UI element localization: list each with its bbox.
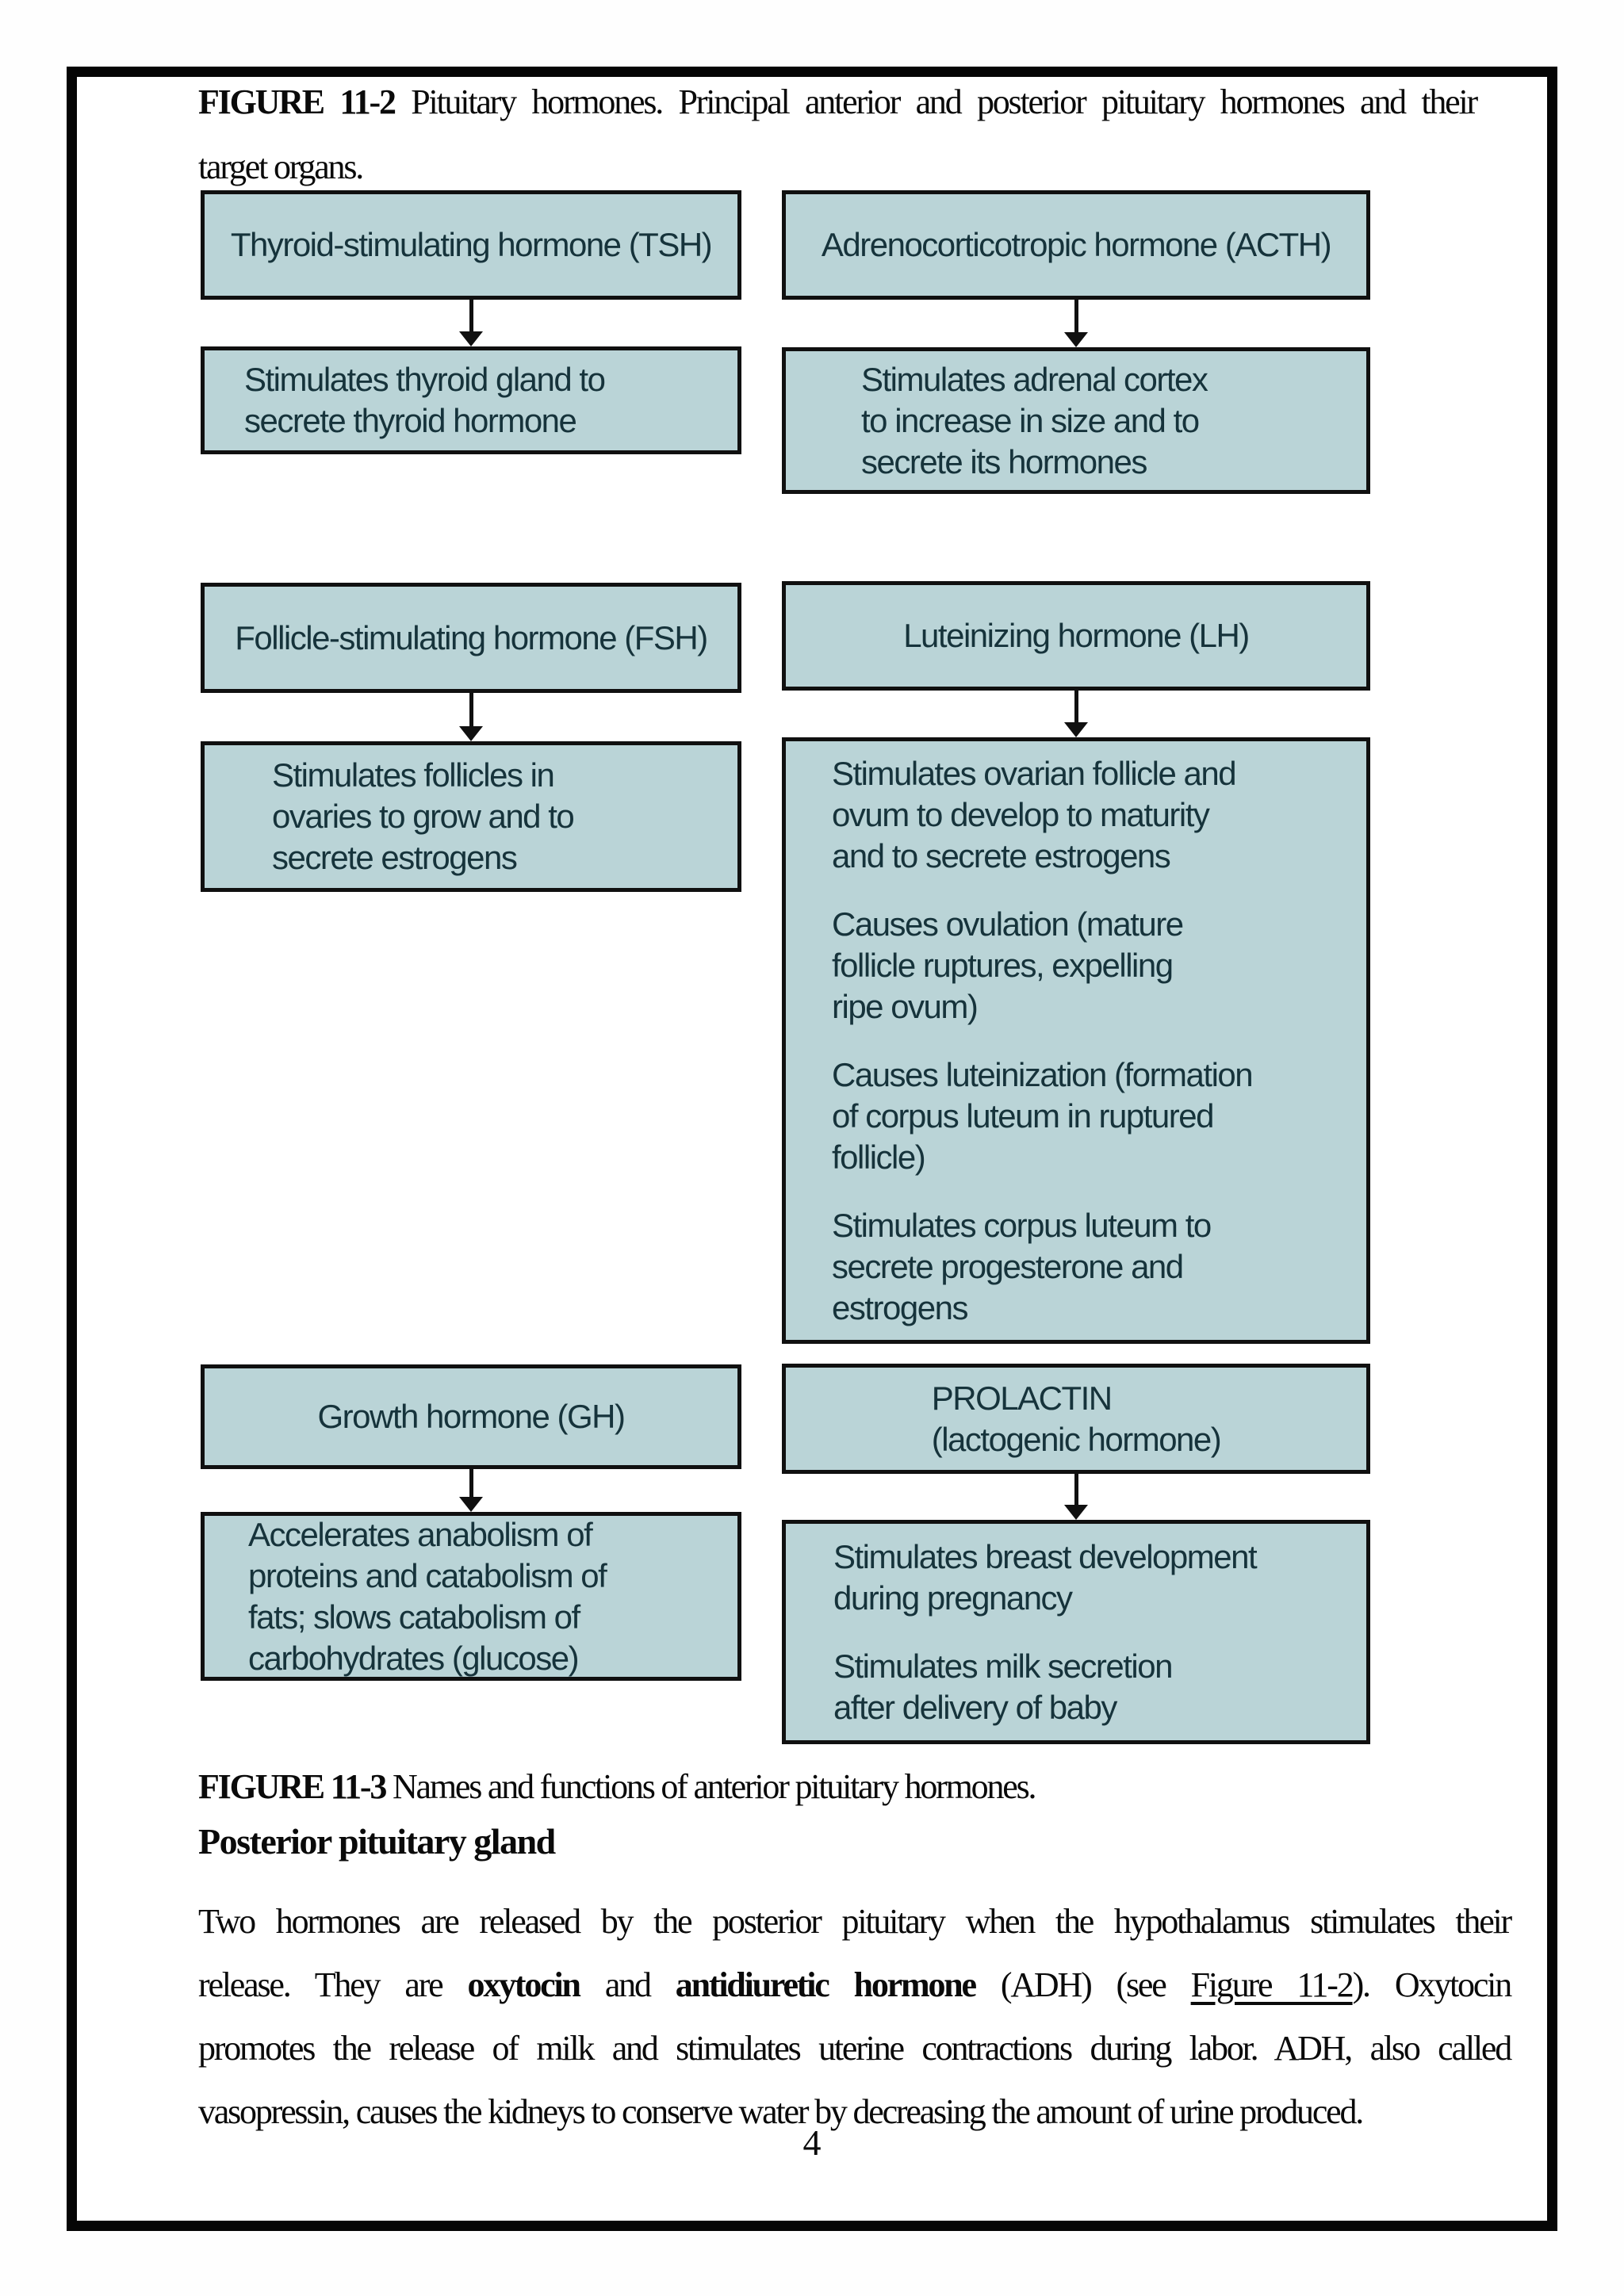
inline-bold-text: antidiuretic hormone [675,1965,977,2004]
acth-label-box: Adrenocorticotropic hormone (ACTH) [782,190,1370,300]
body-paragraph-line: promotes the release of milk and stimula… [198,2017,1512,2080]
inline-text: release. They are [198,1965,468,2004]
figure-11-2-reference[interactable]: Figure 11-2 [1190,1965,1354,2004]
gh-label-box: Growth hormone (GH) [201,1364,741,1469]
caption-line: target organs. [198,147,364,186]
figure-11-2-caption: FIGURE 11-2 Pituitary hormones. Principa… [198,70,1478,200]
figure-11-3-caption: FIGURE 11-3 Names and functions of anter… [198,1755,1037,1819]
box-paragraph: Stimulates ovarian follicle and ovum to … [832,754,1237,874]
down-arrow [459,693,483,741]
gh-target-box: Accelerates anabolism of proteins and ca… [201,1512,741,1681]
box-paragraph: Causes luteinization (formation of corpu… [832,1055,1254,1176]
body-paragraph-line: vasopressin, causes the kidneys to conse… [198,2080,1511,2144]
inline-text: and [579,1965,676,2004]
inline-text: vasopressin, causes the kidneys to conse… [198,2092,1364,2131]
inline-text: (ADH) (see [975,1965,1191,2004]
page-number: 4 [802,2122,822,2163]
down-arrow [459,300,483,346]
box-paragraph: Stimulates breast development during pre… [833,1537,1258,1617]
inline-text: Two hormones are released by the posteri… [198,1902,1512,1941]
prolactin-target-box: Stimulates breast development during pre… [782,1520,1370,1744]
inline-bold-text: FIGURE 11-3 [198,1767,393,1806]
down-arrow [1064,1474,1088,1520]
fsh-target-box: Stimulates follicles in ovaries to grow … [201,741,741,892]
lh-label-box: Luteinizing hormone (LH) [782,581,1370,691]
inline-bold-text: FIGURE 11-2 [198,82,412,121]
down-arrow [1064,691,1088,737]
body-paragraph-line: Two hormones are released by the posteri… [198,1890,1512,1954]
down-arrow [459,1469,483,1512]
prolactin-label-text: PROLACTIN (lactogenic hormone) [931,1379,1222,1458]
inline-text: ). Oxytocin [1352,1965,1513,2004]
lh-target-box: Stimulates ovarian follicle and ovum to … [782,737,1370,1344]
posterior-pituitary-heading: Posterior pituitary gland [198,1821,556,1862]
inline-text: Names and functions of anterior pituitar… [392,1767,1037,1806]
caption-line: FIGURE 11-2 Pituitary hormones. Principa… [198,70,1478,135]
tsh-target-box: Stimulates thyroid gland to secrete thyr… [201,346,741,454]
box-paragraph: Causes ovulation (mature follicle ruptur… [832,905,1184,1025]
prolactin-label-box: PROLACTIN (lactogenic hormone) [782,1364,1370,1474]
down-arrow [1064,300,1088,347]
inline-text: promotes the release of milk and stimula… [198,2029,1512,2068]
inline-bold-text: oxytocin [467,1965,581,2004]
box-paragraph: Stimulates milk secretion after delivery… [833,1647,1173,1726]
acth-target-box: Stimulates adrenal cortex to increase in… [782,347,1370,494]
body-paragraph-line: release. They are oxytocin and antidiure… [198,1954,1513,2017]
fsh-label-box: Follicle-stimulating hormone (FSH) [201,583,741,693]
tsh-label-box: Thyroid-stimulating hormone (TSH) [201,190,741,300]
box-paragraph: Stimulates corpus luteum to secrete prog… [832,1206,1212,1326]
inline-text: Pituitary hormones. Principal anterior a… [411,82,1478,121]
